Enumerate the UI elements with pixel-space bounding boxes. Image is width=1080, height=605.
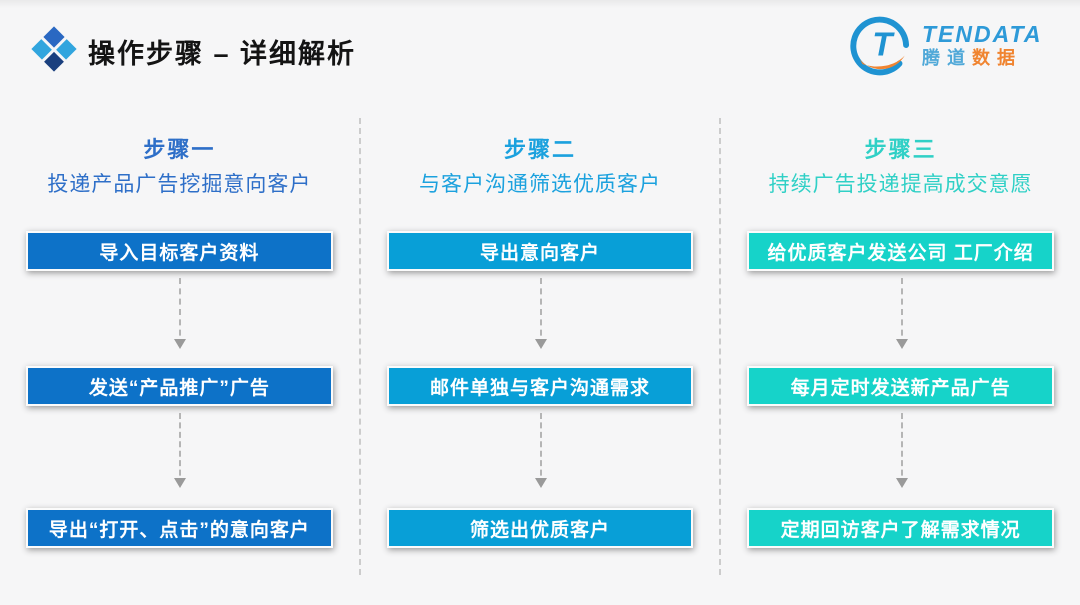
page-title: 操作步骤 – 详细解析 xyxy=(88,39,357,69)
steps-area: 步骤一 投递产品广告挖掘意向客户 导入目标客户资料 发送“产品推广”广告 导出“… xyxy=(0,118,1080,575)
svg-text:T: T xyxy=(872,26,895,63)
logo-brand-en: TENDATA xyxy=(922,20,1043,47)
step-2-box-3: 筛选出优质客户 xyxy=(386,508,694,548)
down-arrow-icon xyxy=(895,413,908,488)
logo-cn-blue: 腾道 xyxy=(922,47,972,68)
tendata-logo: T TENDATA 腾道数据 xyxy=(848,10,1058,82)
down-arrow-icon xyxy=(174,278,187,349)
step-2-title: 步骤二 xyxy=(504,137,577,162)
step-3-box-3: 定期回访客户了解需求情况 xyxy=(747,508,1055,548)
step-2-box-2: 邮件单独与客户沟通需求 xyxy=(386,366,694,406)
step-3-box-1: 给优质客户发送公司 工厂介绍 xyxy=(747,231,1055,271)
diamond-cluster-icon xyxy=(31,26,77,72)
down-arrow-icon xyxy=(535,413,547,488)
step-3-subtitle: 持续广告投递提高成交意愿 xyxy=(768,173,1033,196)
step-1-box-2: 发送“产品推广”广告 xyxy=(26,366,333,406)
step-1-box-3: 导出“打开、点击”的意向客户 xyxy=(26,508,333,548)
logo-text: TENDATA 腾道数据 xyxy=(922,10,1042,82)
step-2-subtitle: 与客户沟通筛选优质客户 xyxy=(419,173,661,196)
step-3-title: 步骤三 xyxy=(864,137,937,162)
slide-header: 操作步骤 – 详细解析 T TENDATA 腾道数据 xyxy=(0,0,1080,100)
down-arrow-icon xyxy=(535,278,547,349)
column-step-1: 步骤一 投递产品广告挖掘意向客户 导入目标客户资料 发送“产品推广”广告 导出“… xyxy=(0,118,359,575)
tendata-logo-icon: T xyxy=(850,16,910,76)
down-arrow-icon xyxy=(174,413,187,488)
step-1-title: 步骤一 xyxy=(143,137,216,162)
down-arrow-icon xyxy=(895,278,908,349)
step-1-subtitle: 投递产品广告挖掘意向客户 xyxy=(47,173,312,196)
column-step-3: 步骤三 持续广告投递提高成交意愿 给优质客户发送公司 工厂介绍 每月定时发送新产… xyxy=(719,118,1080,575)
step-3-box-2: 每月定时发送新产品广告 xyxy=(747,366,1055,406)
logo-cn-orange: 数据 xyxy=(972,47,1022,68)
step-2-box-1: 导出意向客户 xyxy=(386,231,694,271)
logo-brand-cn: 腾道数据 xyxy=(922,47,1042,70)
step-1-box-1: 导入目标客户资料 xyxy=(26,231,333,271)
column-step-2: 步骤二 与客户沟通筛选优质客户 导出意向客户 邮件单独与客户沟通需求 筛选出优质… xyxy=(358,118,720,575)
